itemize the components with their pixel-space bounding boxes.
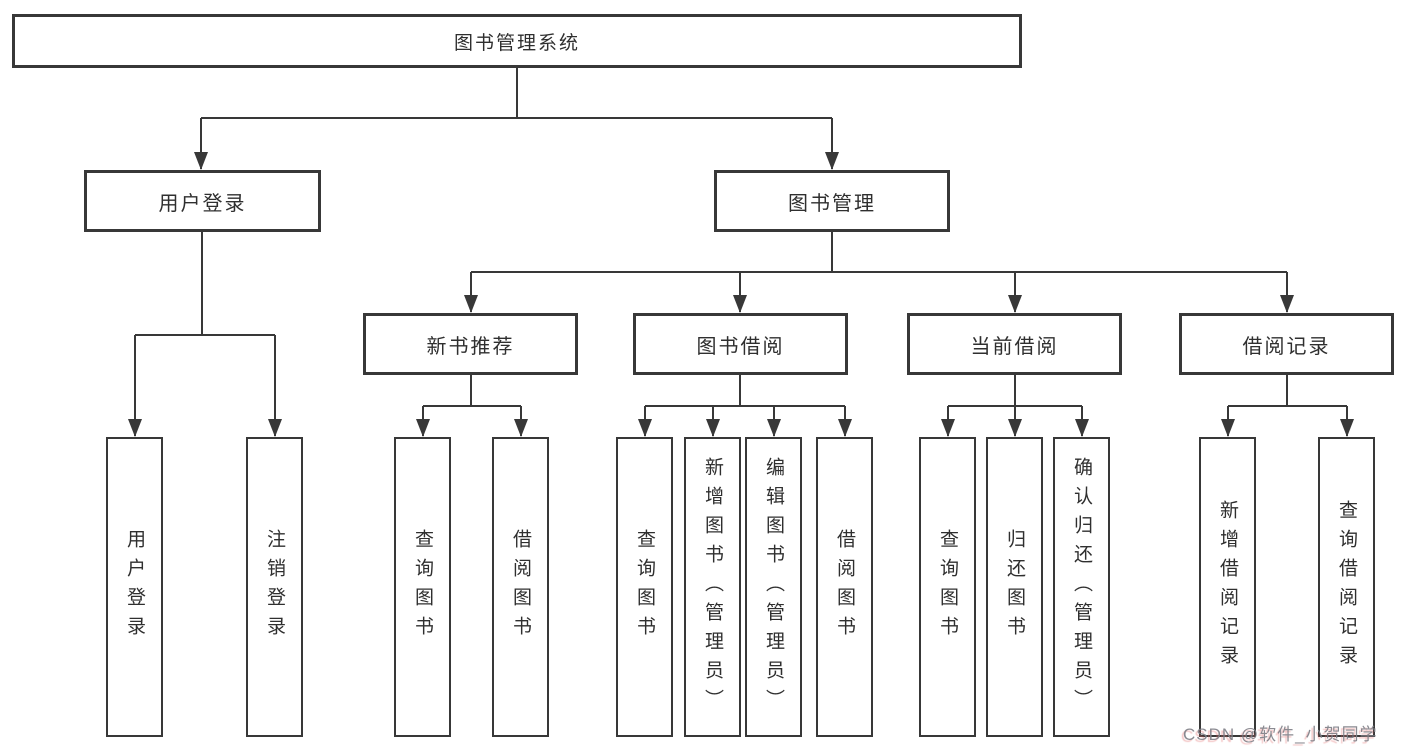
leaf-nb-borrow-book: 借阅图书 [492, 437, 549, 737]
node-book-management: 图书管理 [714, 170, 950, 232]
leaf-cb-confirm-return-label: 确认归还（管理员） [1071, 456, 1092, 718]
leaf-bb-query-book-label: 查询图书 [634, 529, 655, 645]
leaf-user-login: 用户登录 [106, 437, 163, 737]
node-new-book-recommend: 新书推荐 [363, 313, 578, 375]
leaf-cb-return-book: 归还图书 [986, 437, 1043, 737]
leaf-cb-query-book: 查询图书 [919, 437, 976, 737]
node-user-login: 用户登录 [84, 170, 321, 232]
leaf-cb-return-book-label: 归还图书 [1004, 529, 1025, 645]
leaf-user-login-label: 用户登录 [124, 529, 145, 645]
leaf-nb-query-book-label: 查询图书 [412, 529, 433, 645]
node-current-borrowing: 当前借阅 [907, 313, 1122, 375]
csdn-watermark: CSDN @软件_小贺同学 [1183, 725, 1378, 744]
leaf-cb-query-book-label: 查询图书 [937, 529, 958, 645]
leaf-cb-confirm-return: 确认归还（管理员） [1053, 437, 1110, 737]
leaf-logout: 注销登录 [246, 437, 303, 737]
leaf-br-add-record-label: 新增借阅记录 [1217, 500, 1238, 674]
leaf-bb-borrow-book: 借阅图书 [816, 437, 873, 737]
leaf-bb-add-book-label: 新增图书（管理员） [702, 456, 723, 718]
leaf-logout-label: 注销登录 [264, 529, 285, 645]
leaf-br-query-record: 查询借阅记录 [1318, 437, 1375, 737]
leaf-bb-borrow-book-label: 借阅图书 [834, 529, 855, 645]
leaf-bb-edit-book: 编辑图书（管理员） [745, 437, 802, 737]
leaf-bb-query-book: 查询图书 [616, 437, 673, 737]
leaf-bb-edit-book-label: 编辑图书（管理员） [763, 456, 784, 718]
node-borrowing-records: 借阅记录 [1179, 313, 1394, 375]
node-book-borrowing: 图书借阅 [633, 313, 848, 375]
leaf-nb-borrow-book-label: 借阅图书 [510, 529, 531, 645]
leaf-br-query-record-label: 查询借阅记录 [1336, 500, 1357, 674]
leaf-br-add-record: 新增借阅记录 [1199, 437, 1256, 737]
leaf-bb-add-book: 新增图书（管理员） [684, 437, 741, 737]
node-library-management-system: 图书管理系统 [12, 14, 1022, 68]
leaf-nb-query-book: 查询图书 [394, 437, 451, 737]
